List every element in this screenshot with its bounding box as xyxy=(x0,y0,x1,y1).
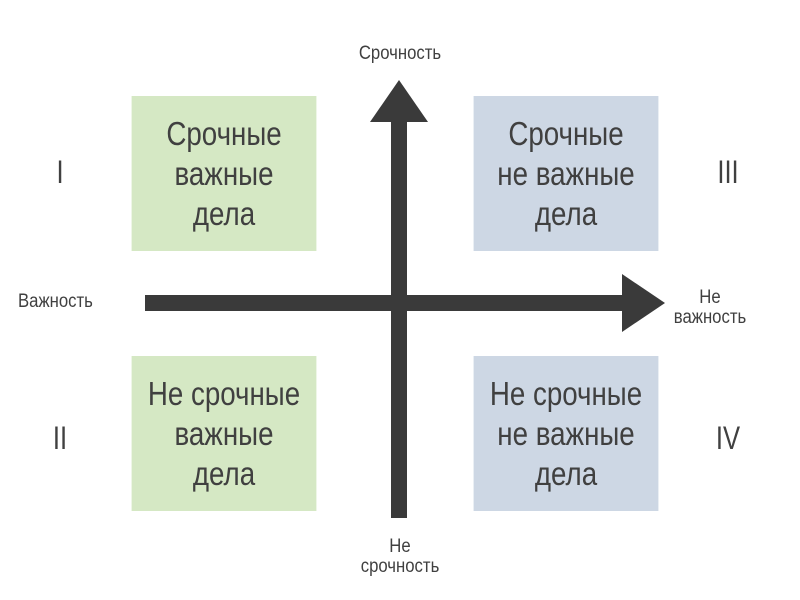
quadrant-text-line: важные xyxy=(174,414,274,452)
axis-label-importance: Важность xyxy=(18,291,93,312)
quadrant-number-2: II xyxy=(52,420,68,456)
quadrant-text-line: не важные xyxy=(497,154,635,192)
axis-label-not-urgency-line1: Не xyxy=(389,536,411,557)
quadrant-number-3: III xyxy=(717,154,739,190)
quadrant-text-line: дела xyxy=(534,194,598,232)
quadrant-urgent-not-important: Срочные не важные дела xyxy=(473,96,659,251)
quadrant-urgent-important: Срочные важные дела xyxy=(131,96,317,251)
vertical-axis-arrowhead xyxy=(370,80,428,122)
quadrant-text-line: дела xyxy=(192,194,256,232)
vertical-axis-line xyxy=(391,118,407,518)
axis-label-not-importance: Не важность xyxy=(662,288,759,328)
quadrant-not-urgent-important: Не срочные важные дела xyxy=(131,356,317,511)
quadrant-text-line: не важные xyxy=(497,414,635,452)
quadrant-not-urgent-not-important: Не срочные не важные дела xyxy=(473,356,659,511)
quadrant-text-line: Не срочные xyxy=(147,374,301,412)
horizontal-axis-arrowhead xyxy=(622,274,665,332)
quadrant-text-line: дела xyxy=(534,454,598,492)
quadrant-text-line: важные xyxy=(174,154,274,192)
quadrant-number-1: I xyxy=(56,154,64,190)
axis-label-not-importance-line2: важность xyxy=(673,307,747,328)
quadrant-number-4: IV xyxy=(715,420,741,456)
quadrant-text-line: Не срочные xyxy=(489,374,643,412)
quadrant-text-line: Срочные xyxy=(508,114,624,152)
axis-label-not-importance-line1: Не xyxy=(699,287,721,308)
axis-label-urgency: Срочность xyxy=(358,43,442,64)
horizontal-axis-line xyxy=(145,295,630,311)
axis-label-not-urgency: Не срочность xyxy=(338,537,461,577)
quadrant-text-line: Срочные xyxy=(166,114,282,152)
quadrant-text-line: дела xyxy=(192,454,256,492)
axis-label-not-urgency-line2: срочность xyxy=(360,556,440,577)
